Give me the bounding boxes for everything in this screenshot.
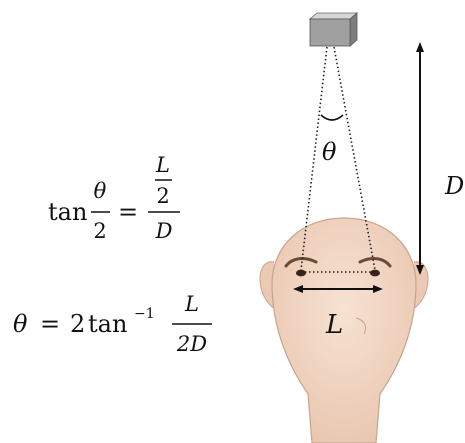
- projector-icon: [308, 12, 359, 47]
- eq2-superscript: −1: [134, 306, 155, 322]
- eq2-equals: =: [40, 310, 60, 338]
- eq1-lhs-numerator: θ: [94, 179, 107, 203]
- head-outline: [271, 217, 417, 443]
- equation-theta: θ = 2 tan −1 L 2D: [13, 292, 212, 356]
- nose-line: [355, 317, 367, 335]
- eq2-fraction-numerator: L: [184, 292, 199, 316]
- D-label: D: [444, 172, 464, 200]
- theta-angle-arc: [320, 114, 344, 121]
- right-eyebrow: [358, 257, 392, 268]
- eq2-coefficient: 2: [70, 310, 85, 338]
- right-eye: [370, 269, 380, 277]
- eq1-equals: =: [118, 198, 138, 226]
- L-label: L: [325, 310, 343, 340]
- eq1-rhs-numerator-top: L: [155, 153, 170, 177]
- projector-front-face: [309, 18, 351, 47]
- head-icon: [259, 217, 429, 443]
- eq1-lhs-denominator: 2: [93, 219, 106, 243]
- fov-line-right: [333, 46, 376, 271]
- eq2-theta: θ: [13, 310, 28, 338]
- left-eye: [296, 269, 306, 277]
- eq1-tan: tan: [48, 198, 87, 226]
- fov-line-left: [300, 46, 328, 271]
- equation-tan-half-angle: tan θ 2 = L 2 D: [48, 153, 180, 243]
- theta-label: θ: [322, 138, 337, 166]
- eq1-rhs-numerator-bottom: 2: [156, 184, 169, 208]
- fov-lines: [300, 46, 376, 273]
- eq1-rhs-denominator: D: [155, 219, 173, 243]
- left-eyebrow: [284, 257, 318, 268]
- projector-side-face: [349, 12, 358, 47]
- projector-top-face: [308, 12, 359, 20]
- eq2-fraction-denominator: 2D: [176, 332, 207, 356]
- eq2-tan: tan: [88, 310, 127, 338]
